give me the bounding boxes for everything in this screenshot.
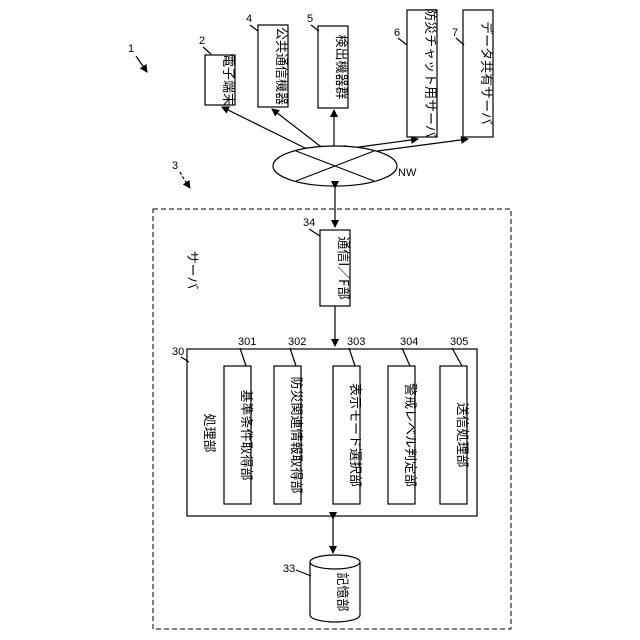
unit-name: 防災関連情報取得部 (288, 376, 304, 493)
network-ref-leader (180, 172, 190, 188)
server-label: サーバ (185, 251, 200, 290)
unit-ref-label: 302 (288, 336, 306, 348)
comm-interface: 34 通信I／F部 (303, 217, 350, 306)
network-node: NW 3 (172, 146, 417, 188)
device-name: データ共有サーバ (478, 21, 494, 125)
device-ref-label: 4 (246, 13, 252, 25)
device-disaster-chat-server: 6 防災チャット用サーバ (394, 8, 438, 138)
storage: 33 記憶部 (283, 555, 360, 622)
comm-if-name: 通信I／F部 (335, 236, 350, 299)
comm-if-ref-label: 34 (303, 217, 315, 229)
system-ref-leader (136, 56, 147, 72)
device-ref-label: 5 (307, 13, 313, 25)
device-name: 電子端末 (220, 54, 235, 106)
device-ref-label: 6 (394, 27, 400, 39)
processor-ref-label: 30 (172, 346, 184, 358)
storage-ref-label: 33 (283, 563, 295, 575)
unit-name: 基準条件取得部 (238, 389, 254, 480)
network-label: NW (398, 167, 417, 179)
unit-name: 送信処理部 (454, 402, 469, 467)
device-public-comm-equipment: 4 公共通信機器 (246, 13, 288, 107)
device-ref-label: 2 (199, 35, 205, 47)
unit-name: 警戒レベル判定部 (402, 383, 418, 487)
storage-name: 記憶部 (334, 572, 350, 611)
device-electronic-terminal: 2 電子端末 (199, 35, 235, 106)
processor: 30 処理部 (172, 346, 477, 516)
network-ref-label: 3 (172, 160, 178, 172)
system-ref-label: 1 (128, 43, 134, 55)
device-name: 公共通信機器 (273, 27, 288, 105)
processor-name: 処理部 (201, 413, 216, 452)
unit-ref-label: 305 (450, 336, 468, 348)
unit-ref-label: 304 (400, 336, 418, 348)
device-ref-label: 7 (452, 27, 458, 39)
unit-ref-label: 303 (347, 336, 365, 348)
device-name: 検出機器群 (333, 34, 348, 99)
device-data-sharing-server: 7 データ共有サーバ (452, 10, 494, 137)
device-detector-group: 5 検出機器群 (307, 13, 348, 108)
unit-ref-label: 301 (238, 336, 256, 348)
device-name: 防災チャット用サーバ (422, 8, 438, 138)
unit-name: 表示モード選択部 (347, 383, 362, 487)
